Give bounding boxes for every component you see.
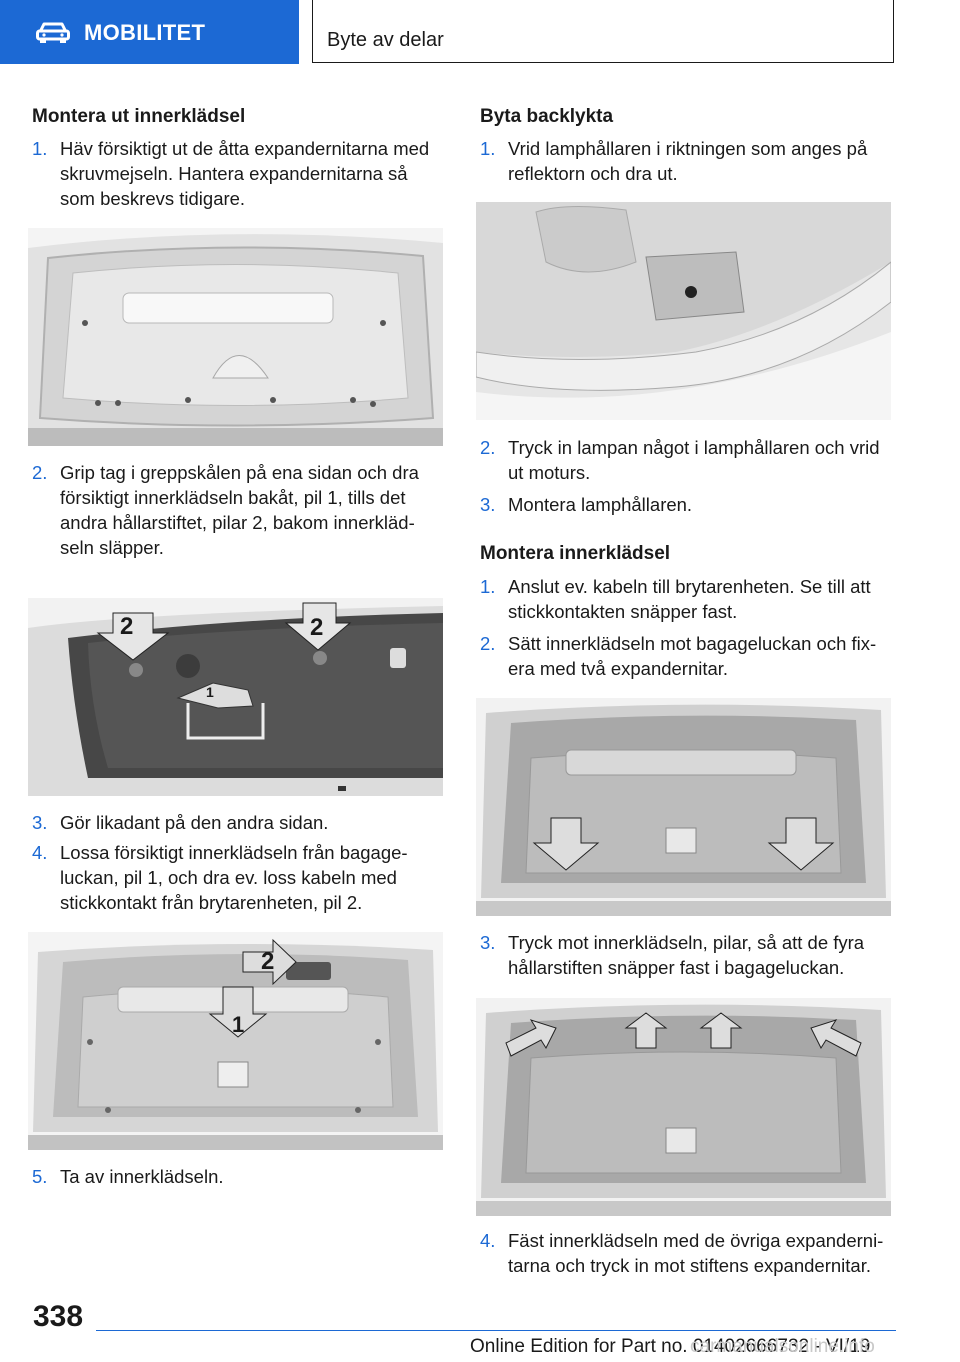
section-label: MOBILITET bbox=[84, 20, 206, 45]
step-number: 1. bbox=[480, 138, 496, 159]
step-number: 4. bbox=[32, 842, 48, 863]
step-text: Sätt innerklädseln mot bagageluckan och … bbox=[508, 633, 877, 679]
watermark: carmanualsonline.info bbox=[690, 1336, 875, 1357]
section-tab: MOBILITET bbox=[0, 0, 299, 64]
right-step-6: 3. Tryck mot innerklädseln, pilar, så att… bbox=[480, 930, 895, 980]
step-text: Vrid lamphållaren i riktningen som anges… bbox=[508, 138, 868, 184]
page-number: 338 bbox=[33, 1300, 84, 1333]
left-step-3: 3. Gör likadant på den andra sidan. bbox=[32, 810, 447, 835]
figure-lamp-holder bbox=[476, 202, 891, 420]
step-text: Anslut ev. kabeln till brytarenheten. Se… bbox=[508, 576, 871, 622]
arrow-label: 1 bbox=[206, 684, 214, 700]
figure-trunk-lid-1 bbox=[28, 228, 443, 446]
arrow-label: 2 bbox=[310, 614, 324, 641]
step-text: Ta av innerklädseln. bbox=[60, 1166, 224, 1187]
step-number: 1. bbox=[480, 576, 496, 597]
right-heading-1: Byta backlykta bbox=[480, 106, 614, 127]
footer-divider bbox=[96, 1330, 896, 1331]
step-number: 3. bbox=[480, 494, 496, 515]
step-text: Tryck in lampan något i lamphållaren och… bbox=[508, 437, 880, 483]
right-step-4: 1. Anslut ev. kabeln till brytarenheten. … bbox=[480, 574, 895, 624]
page-title: Byte av delar bbox=[327, 29, 444, 51]
left-heading: Montera ut innerklädsel bbox=[32, 106, 246, 127]
step-number: 2. bbox=[480, 633, 496, 654]
figure-trunk-lid-5 bbox=[476, 998, 891, 1216]
edition-text: Online Edition for Part no. 01402666732 … bbox=[470, 1336, 871, 1357]
step-number: 2. bbox=[480, 437, 496, 458]
right-step-2: 2. Tryck in lampan något i lamphållaren o… bbox=[480, 435, 895, 485]
right-step-7: 4. Fäst innerklädseln med de övriga expan… bbox=[480, 1228, 895, 1278]
arrow-label: 2 bbox=[261, 948, 275, 975]
left-step-5: 5. Ta av innerklädseln. bbox=[32, 1164, 447, 1189]
figure-trunk-lid-4 bbox=[476, 698, 891, 916]
step-number: 5. bbox=[32, 1166, 48, 1187]
left-step-4: 4. Lossa försiktigt innerklädseln från ba… bbox=[32, 840, 447, 915]
step-number: 1. bbox=[32, 138, 48, 159]
step-text: Tryck mot innerklädseln, pilar, så att d… bbox=[508, 932, 865, 978]
right-step-1: 1. Vrid lamphållaren i riktningen som ang… bbox=[480, 136, 895, 186]
arrow-label: 2 bbox=[120, 613, 134, 640]
step-text: Lossa försiktigt innerklädseln från baga… bbox=[60, 842, 408, 913]
step-text: Grip tag i greppskålen på ena sidan och … bbox=[60, 462, 419, 558]
step-text: Häv försiktigt ut de åtta expandernitarn… bbox=[60, 138, 430, 209]
right-step-5: 2. Sätt innerklädseln mot bagageluckan oc… bbox=[480, 631, 895, 681]
right-heading-2: Montera innerklädsel bbox=[480, 543, 671, 564]
step-text: Gör likadant på den andra sidan. bbox=[60, 812, 329, 833]
car-icon bbox=[36, 22, 70, 43]
right-step-3: 3. Montera lamphållaren. bbox=[480, 492, 895, 517]
left-step-2: 2. Grip tag i greppskålen på ena sidan oc… bbox=[32, 460, 447, 560]
step-number: 4. bbox=[480, 1230, 496, 1251]
step-text: Fäst innerklädseln med de övriga expande… bbox=[508, 1230, 884, 1276]
step-number: 3. bbox=[480, 932, 496, 953]
figure-trunk-lid-3: 2 1 bbox=[28, 932, 443, 1150]
page-title-box: Byte av delar bbox=[312, 0, 894, 63]
step-number: 2. bbox=[32, 462, 48, 483]
arrow-label: 1 bbox=[232, 1012, 245, 1037]
step-text: Montera lamphållaren. bbox=[508, 494, 693, 515]
step-number: 3. bbox=[32, 812, 48, 833]
figure-trunk-lid-2: 2 2 1 bbox=[28, 598, 443, 796]
left-step-1: 1. Häv försiktigt ut de åtta expandernita… bbox=[32, 136, 447, 211]
